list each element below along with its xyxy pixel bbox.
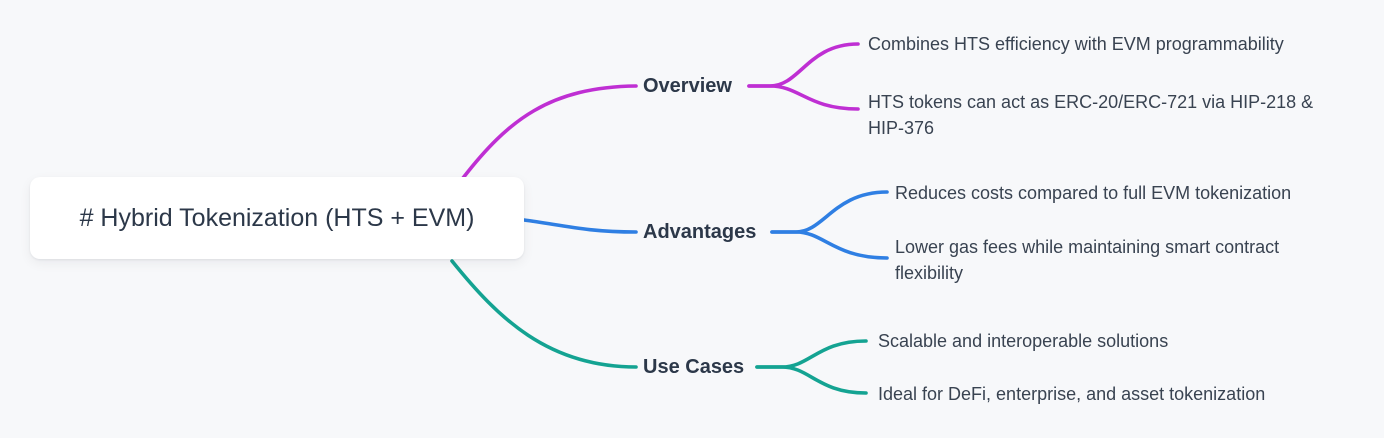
link-overview-child-1 — [747, 42, 860, 88]
branch-label-advantages[interactable]: Advantages — [643, 221, 757, 243]
leaf-advantages-2[interactable]: Lower gas fees while maintaining smart c… — [895, 237, 1280, 283]
leaf-use-cases-2[interactable]: Ideal for DeFi, enterprise, and asset to… — [878, 384, 1266, 404]
branch-label-use-cases[interactable]: Use Cases — [643, 356, 745, 378]
link-use-cases-child-1 — [755, 339, 868, 369]
leaf-use-cases-1[interactable]: Scalable and interoperable solutions — [878, 331, 1169, 351]
link-advantages-child-1 — [770, 190, 889, 234]
branch-label-overview[interactable]: Overview — [643, 75, 732, 97]
leaf-overview-2[interactable]: HTS tokens can act as ERC-20/ERC-721 via… — [868, 92, 1314, 138]
link-use-cases-child-2 — [755, 365, 868, 395]
link-root-use-cases — [450, 259, 638, 369]
root-node[interactable]: # Hybrid Tokenization (HTS + EVM) — [30, 177, 524, 259]
link-overview-child-2 — [747, 84, 860, 111]
leaf-advantages-1[interactable]: Reduces costs compared to full EVM token… — [895, 183, 1292, 203]
leaf-overview-1[interactable]: Combines HTS efficiency with EVM program… — [868, 34, 1284, 54]
link-advantages-child-2 — [770, 230, 889, 260]
link-root-advantages — [522, 218, 638, 234]
link-root-overview — [461, 84, 638, 180]
